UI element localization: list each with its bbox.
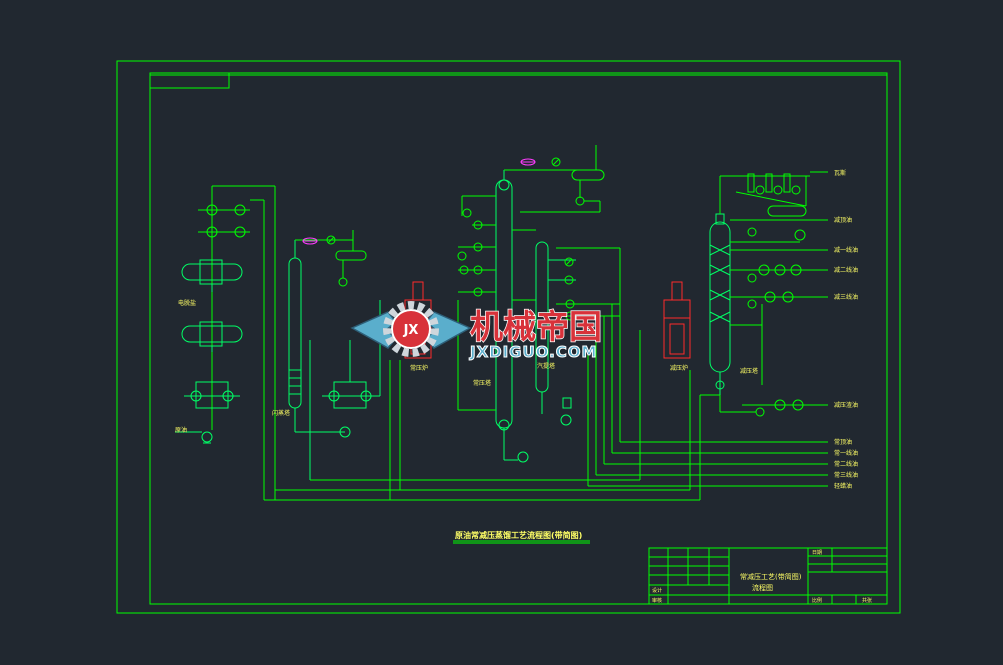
title-block-scale: 比例	[812, 597, 822, 604]
desalter-train	[198, 185, 276, 500]
outer-border	[116, 60, 901, 614]
label-vacuum: 减压塔	[740, 367, 758, 375]
desalter-exchanger	[184, 381, 240, 409]
title-block-check: 审核	[652, 597, 662, 604]
title-block	[648, 547, 888, 605]
label-vac-residue: 减压渣油	[834, 401, 858, 409]
label-desalter: 电脱盐	[178, 299, 196, 307]
vacuum-ejector-system	[719, 171, 828, 217]
flash-cooler-icon	[302, 237, 318, 245]
flash-column	[288, 240, 345, 433]
drawing-title: 原油常减压蒸馏工艺流程图(带简图)	[455, 530, 582, 540]
watermark-en: JXDIGUO.COM	[469, 343, 597, 361]
label-a1: 常一线油	[834, 449, 858, 457]
vacuum-heater	[663, 281, 691, 359]
desalter-vessel-1	[181, 259, 243, 292]
label-heater-right: 减压炉	[670, 364, 688, 372]
label-atm-residue: 常顶油	[834, 438, 852, 446]
label-second-line: 减二线油	[834, 266, 858, 274]
watermark-gear-icon: JX	[383, 301, 439, 357]
title-block-sheet: 共张	[862, 597, 872, 604]
desalter-vessel-2	[181, 321, 243, 352]
main-bottom-pump	[503, 450, 529, 463]
stripper-side-exchangers	[556, 247, 620, 321]
label-crude: 原油	[175, 426, 187, 434]
label-third-line: 减三线油	[834, 293, 858, 301]
title-block-sub: 流程图	[752, 583, 773, 592]
product-header-lines	[264, 248, 828, 501]
corner-tag-box	[149, 72, 230, 89]
flash-overhead	[295, 230, 367, 287]
title-block-main: 常减压工艺(带简图)	[740, 572, 802, 581]
inner-border	[149, 72, 888, 605]
label-gas: 瓦斯	[834, 169, 846, 177]
watermark-cn: 机械帝国	[470, 307, 602, 346]
label-strip: 汽提塔	[537, 362, 555, 370]
title-block-date: 日期	[812, 550, 822, 556]
vacuum-side-draws	[719, 219, 828, 417]
label-top-oil: 减顶油	[834, 216, 852, 224]
label-first-line: 减一线油	[834, 246, 858, 254]
main-overhead-cooler-icon	[520, 158, 536, 166]
label-heater-left: 常压炉	[410, 364, 428, 372]
title-block-design: 设计	[652, 587, 662, 594]
main-column-side-draws	[457, 195, 536, 411]
label-main: 常压塔	[473, 379, 491, 387]
label-a2: 常二线油	[834, 460, 858, 468]
watermark-badge: JX	[403, 323, 419, 338]
label-flash: 闪蒸塔	[272, 409, 290, 417]
main-column-overhead	[504, 145, 605, 213]
vacuum-column	[709, 213, 731, 395]
label-a3: 常三线油	[834, 471, 858, 479]
main-column	[495, 170, 513, 450]
watermark-logo: JX 机械帝国 JXDIGUO.COM	[350, 301, 603, 362]
crude-pump	[175, 431, 213, 444]
label-light: 轻蜡油	[834, 482, 852, 490]
